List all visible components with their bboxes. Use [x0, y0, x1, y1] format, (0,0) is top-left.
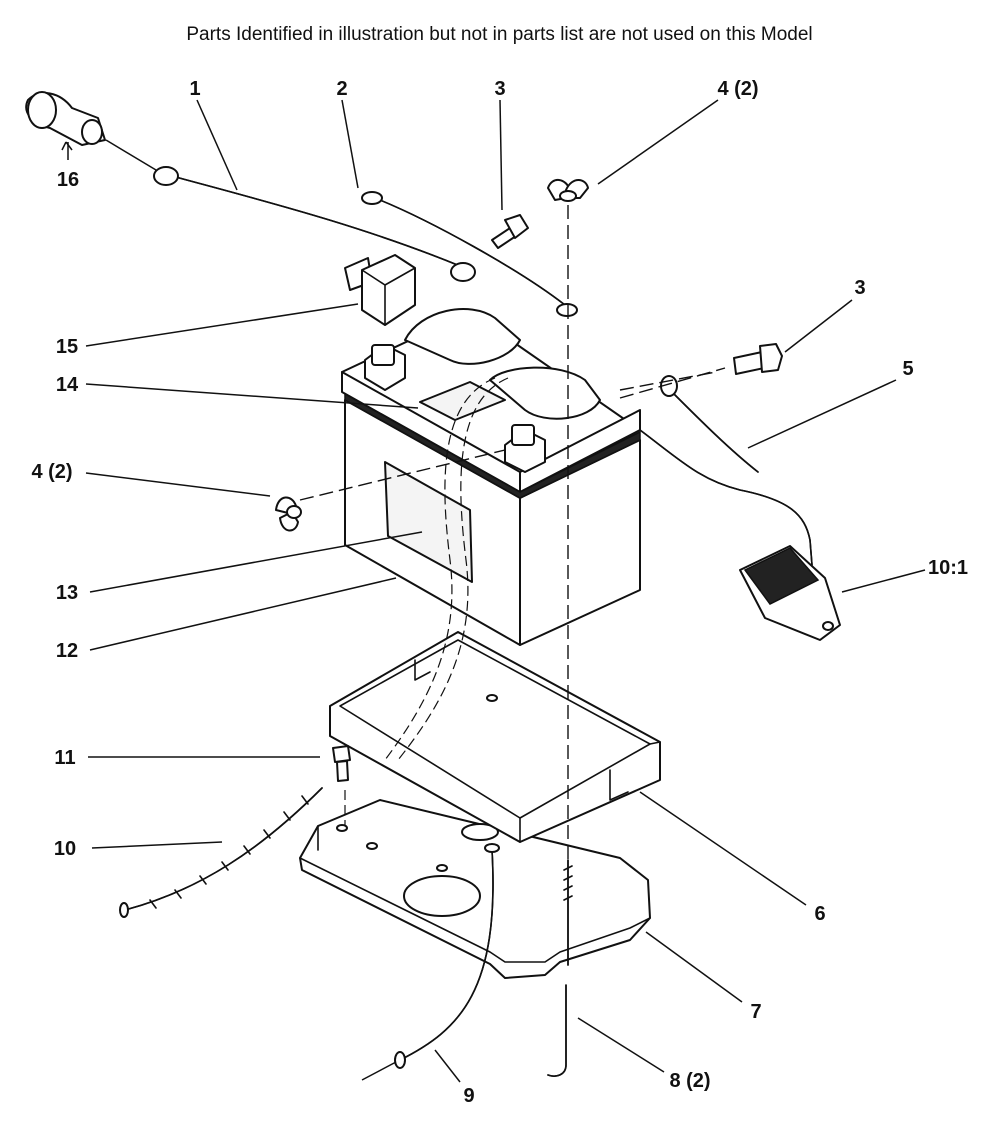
tray-bolt	[332, 745, 351, 782]
callout-16: 16	[57, 169, 79, 191]
callout-4-top: 4 (2)	[717, 78, 758, 100]
callout-12: 12	[56, 640, 78, 662]
wing-nut-top	[547, 179, 589, 202]
callout-14: 14	[56, 374, 79, 396]
hold-down-rod	[547, 859, 573, 1077]
battery-body	[341, 308, 641, 646]
callout-10-1: 10:1	[928, 557, 968, 579]
wire-harness-connector	[639, 429, 841, 641]
wing-nut-left	[275, 496, 302, 532]
vent-hose	[361, 843, 500, 1081]
callout-11: 11	[54, 747, 75, 769]
callout-13: 13	[56, 582, 78, 604]
callout-3-top: 3	[494, 78, 505, 100]
callout-3-right: 3	[854, 277, 865, 299]
wire-loom	[119, 787, 323, 918]
battery-base-plate	[299, 799, 651, 979]
callout-10: 10	[54, 838, 76, 860]
callout-4-left: 4 (2)	[31, 461, 72, 483]
terminal-bolt-right	[733, 343, 783, 375]
parts-note: Parts Identified in illustration but not…	[186, 24, 813, 45]
terminal-boot	[25, 91, 106, 146]
battery-tray	[329, 631, 661, 843]
callout-6: 6	[814, 903, 825, 925]
hold-down-strap	[361, 191, 578, 317]
callout-8: 8 (2)	[669, 1070, 710, 1092]
terminal-cover	[344, 254, 416, 326]
leader-lines	[61, 99, 926, 1083]
callout-7: 7	[750, 1001, 761, 1023]
assembly-lines	[299, 205, 726, 862]
callout-15: 15	[56, 336, 78, 358]
terminal-bolt-top	[491, 214, 529, 249]
callout-labels: 1 2 3 4 (2) 3 5 16 15 14 4 (2) 13 12 10:…	[31, 78, 968, 1107]
callout-2: 2	[336, 78, 347, 100]
positive-cable	[105, 139, 476, 282]
callout-5: 5	[902, 358, 913, 380]
callout-9: 9	[463, 1085, 474, 1107]
callout-1: 1	[189, 78, 200, 100]
